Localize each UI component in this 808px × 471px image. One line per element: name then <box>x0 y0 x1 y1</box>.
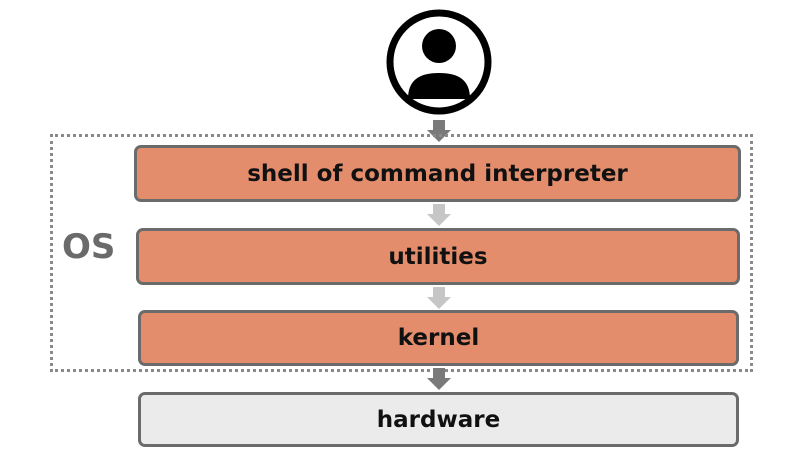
hardware-layer-label: hardware <box>376 406 501 433</box>
arrow-kernel-to-hardware <box>427 368 451 390</box>
utilities-layer: utilities <box>136 228 740 285</box>
arrow-utilities-to-kernel <box>427 287 451 309</box>
utilities-layer-label: utilities <box>388 243 488 270</box>
kernel-layer-label: kernel <box>397 325 480 351</box>
kernel-layer: kernel <box>138 310 739 366</box>
os-group-frame <box>50 134 753 372</box>
user-avatar-icon <box>386 9 492 115</box>
os-label: OS <box>62 227 116 267</box>
shell-layer-label: shell of command interpreter <box>247 160 628 187</box>
hardware-layer: hardware <box>138 392 739 447</box>
shell-layer: shell of command interpreter <box>134 145 741 202</box>
arrow-shell-to-utilities <box>427 204 451 226</box>
